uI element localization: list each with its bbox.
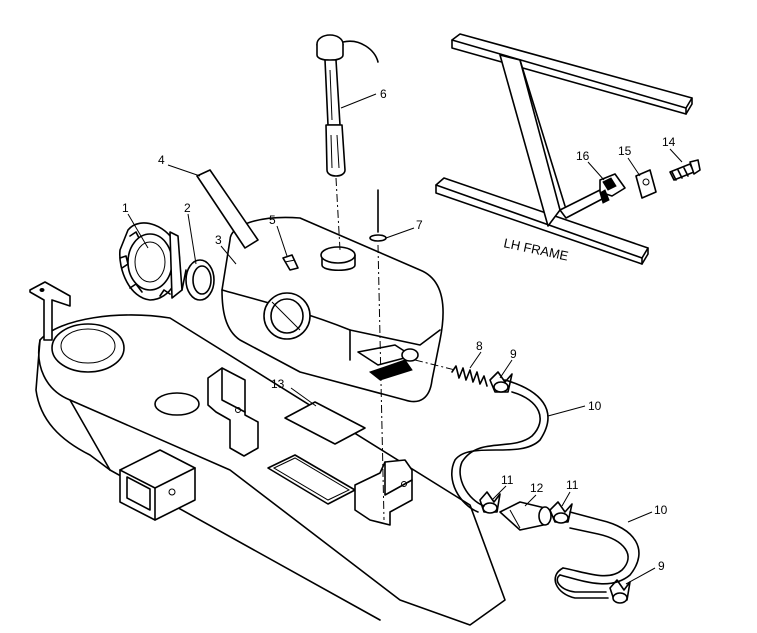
callout-11b: 11 — [566, 478, 579, 492]
chassis-frame — [29, 281, 506, 626]
callout-7: 7 — [416, 218, 423, 232]
callout-1: 1 — [122, 201, 129, 215]
callout-12: 12 — [530, 481, 544, 495]
frame-bracket-hardware — [599, 159, 701, 204]
callout-6: 6 — [380, 87, 387, 101]
callout-3: 3 — [215, 233, 222, 247]
callout-15: 15 — [618, 144, 632, 158]
lh-frame — [435, 33, 693, 265]
spring — [414, 359, 488, 387]
callout-4: 4 — [158, 153, 165, 167]
callout-16: 16 — [576, 149, 590, 163]
callout-2: 2 — [184, 201, 191, 215]
filler-adapter — [181, 259, 215, 301]
leader-lines — [127, 93, 683, 585]
fuel-lines — [450, 379, 640, 599]
callout-9: 9 — [510, 347, 517, 361]
callout-9b: 9 — [658, 559, 665, 573]
vent-fitting — [282, 254, 299, 271]
fuel-tank — [221, 216, 444, 403]
callout-8: 8 — [476, 339, 483, 353]
vent-hose — [196, 169, 259, 249]
frame-label: LH FRAME — [502, 235, 570, 263]
fuel-filter — [499, 501, 552, 531]
callout-10b: 10 — [654, 503, 668, 517]
fuel-cap — [119, 222, 183, 301]
callout-numbers: 1 2 3 4 5 6 7 8 9 10 11 12 11 10 9 13 14… — [122, 87, 676, 573]
tank-pad — [284, 401, 366, 445]
callout-13: 13 — [271, 377, 285, 391]
callout-11: 11 — [501, 473, 514, 487]
fuel-gauge — [316, 34, 379, 251]
callout-10: 10 — [588, 399, 602, 413]
callout-5: 5 — [269, 213, 276, 227]
hose-clamps — [479, 371, 631, 604]
callout-14: 14 — [662, 135, 676, 149]
